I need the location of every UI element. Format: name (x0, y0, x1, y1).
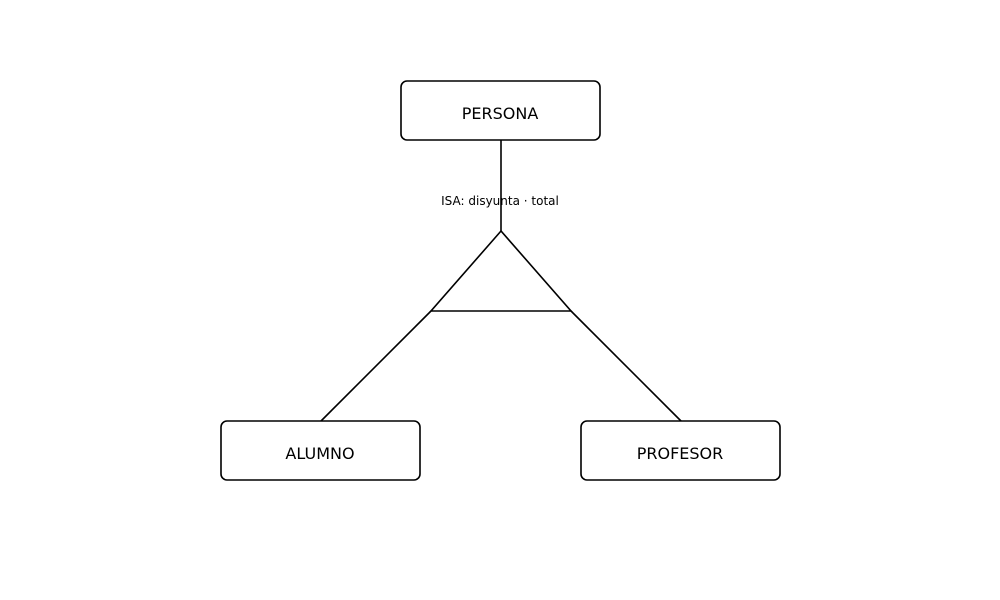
entity-alumno[interactable]: ALUMNO (220, 420, 421, 481)
entity-label-persona: PERSONA (462, 104, 539, 123)
subclass-connector-line-alumno (320, 310, 432, 422)
isa-triangle (429, 229, 573, 312)
entity-persona[interactable]: PERSONA (400, 80, 601, 141)
isa-label: ISA: disyunta · total (441, 194, 559, 208)
entity-label-profesor: PROFESOR (637, 444, 724, 463)
entity-label-alumno: ALUMNO (285, 444, 354, 463)
entity-profesor[interactable]: PROFESOR (580, 420, 781, 481)
subclass-connector-line-profesor (570, 310, 682, 422)
entity-box-alumno (220, 420, 421, 481)
entity-box-persona (400, 80, 601, 141)
entity-box-profesor (580, 420, 781, 481)
